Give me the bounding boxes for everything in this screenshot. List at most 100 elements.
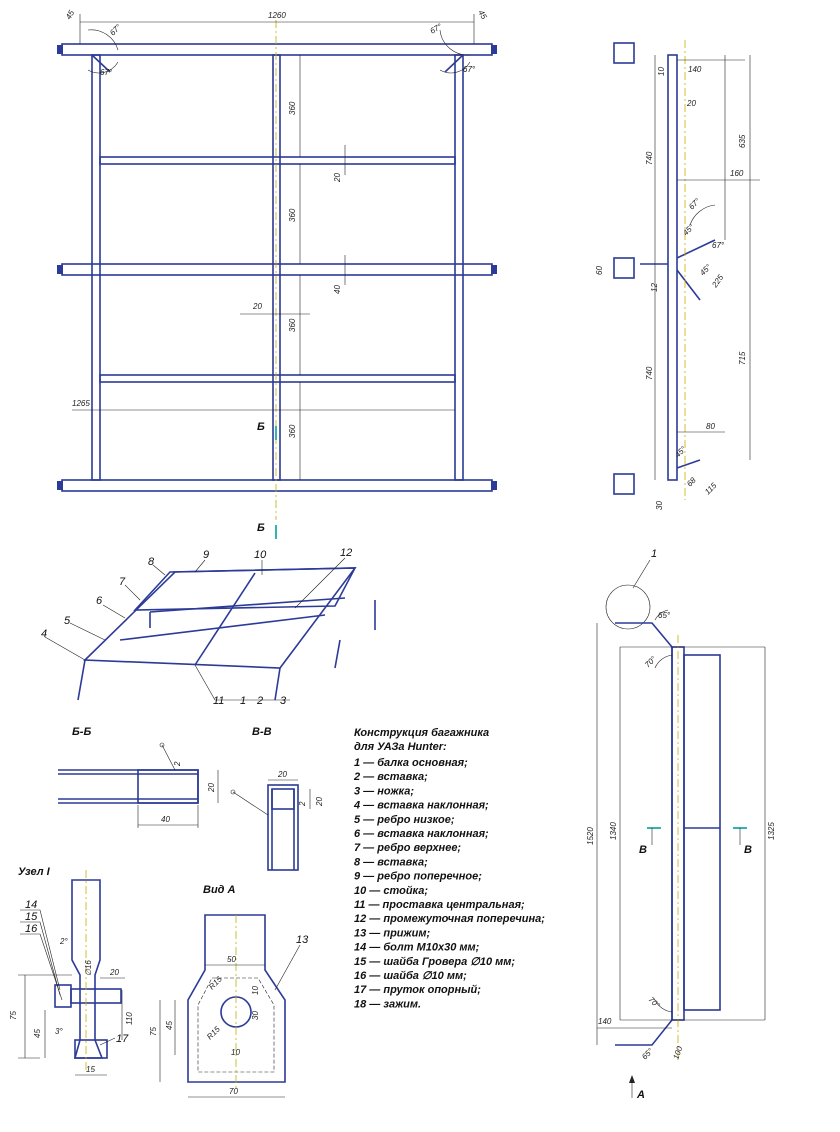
- front-dim-1325: 1325: [767, 822, 776, 840]
- dim-bay-1: 360: [288, 101, 297, 115]
- bb-dim-2: 2: [173, 761, 182, 767]
- node-i-dim-15: 15: [86, 1065, 95, 1074]
- side-dim-115: 115: [703, 481, 719, 497]
- right-rail: [454, 54, 464, 481]
- tube-outline: [58, 769, 199, 804]
- front-rib: [683, 654, 721, 1011]
- front-beam: [61, 43, 493, 56]
- iso-callout-2: 2: [256, 695, 263, 707]
- detail-circle: [605, 584, 651, 630]
- iso-callout-10: 10: [254, 549, 267, 561]
- legend-item: 1 — балка основная;: [354, 757, 468, 769]
- insert-outline: [137, 769, 199, 804]
- view-a-callout-13: 13: [296, 934, 309, 946]
- dim-45-left: 45: [64, 8, 77, 21]
- view-a-dim-r15b: R15: [205, 1024, 222, 1041]
- legend-item: 17 — пруток опорный;: [354, 984, 481, 996]
- node-i-clamp: [74, 1039, 108, 1059]
- legend-item: 9 — ребро поперечное;: [354, 871, 482, 883]
- iso-callout-4: 4: [41, 628, 47, 640]
- bolt-end: [491, 265, 497, 274]
- iso-callout-7: 7: [119, 576, 126, 588]
- side-brace-bottom: [676, 459, 701, 469]
- side-dim-140: 140: [688, 65, 702, 74]
- node-i-callout-15: 15: [25, 911, 38, 923]
- crossbar-2: [99, 374, 456, 383]
- rear-beam: [61, 479, 493, 492]
- bolt-end: [491, 45, 497, 54]
- node-i-callout-17: 17: [116, 1033, 129, 1045]
- clamp-bottom: [613, 473, 635, 495]
- iso-upper-rib: [133, 567, 357, 611]
- front-view-marker-a: А: [636, 1089, 645, 1101]
- node-i-dim-110: 110: [125, 1012, 134, 1025]
- section-marker-bottom: Б: [257, 522, 265, 534]
- legend-item: 7 — ребро верхнее;: [354, 842, 461, 854]
- front-section-marker-left: В: [639, 844, 647, 856]
- node-i-title: Узел I: [18, 866, 51, 878]
- view-a-dim-75: 75: [149, 1027, 158, 1036]
- legend-item: 18 — зажим.: [354, 998, 421, 1010]
- front-callout-1: 1: [651, 548, 657, 560]
- section-bb: Б-Б 2 20 40: [58, 726, 219, 828]
- angle-tr-2: 67°: [463, 65, 476, 74]
- clamp-plate: [187, 914, 286, 1083]
- clamp-top: [613, 42, 635, 64]
- legend-item: 11 — проставка центральная;: [354, 899, 525, 911]
- vv-tube: [267, 784, 299, 871]
- view-a-dim-70: 70: [229, 1087, 238, 1096]
- top-view: Б Б 1260 45 45 67° 67° 67° 67° 360 360 3…: [57, 8, 497, 539]
- side-angle-67b: 67°: [712, 241, 725, 250]
- front-angle-65b: 65°: [640, 1046, 655, 1061]
- node-i-dim-2deg: 2°: [59, 937, 68, 946]
- legend-item: 10 — стойка;: [354, 885, 428, 897]
- side-brace-lower: [676, 269, 701, 301]
- dim-bay-2: 360: [288, 208, 297, 222]
- iso-leg: [274, 667, 281, 701]
- iso-lower-frame: [83, 567, 357, 669]
- iso-leg: [334, 639, 341, 669]
- bolt-end: [57, 481, 63, 490]
- iso-callout-6: 6: [96, 595, 103, 607]
- side-dim-740a: 740: [645, 151, 654, 165]
- front-dim-1520: 1520: [586, 827, 595, 845]
- legend-item: 2 — вставка;: [353, 771, 428, 783]
- front-profile: [615, 622, 673, 1046]
- iso-callout-1: 1: [240, 695, 246, 707]
- side-brace-upper: [676, 239, 716, 259]
- side-view: 140 10 20 635 740 160 67° 45° 67° 45° 22…: [595, 40, 760, 510]
- legend-title-2: для УАЗа Hunter:: [354, 741, 447, 753]
- iso-crossbar: [149, 597, 346, 613]
- iso-central-spacer: [194, 572, 256, 666]
- side-dim-30: 30: [655, 501, 664, 510]
- angle-tr-1: 67°: [429, 21, 445, 35]
- node-i-dim-45: 45: [33, 1029, 42, 1038]
- leader: [124, 584, 141, 601]
- side-dim-80: 80: [706, 422, 715, 431]
- vv-dim-20b: 20: [315, 797, 324, 807]
- leader: [152, 564, 166, 576]
- bolt-end: [57, 45, 63, 54]
- side-dim-68: 68: [685, 475, 698, 488]
- vv-dim-20: 20: [277, 770, 287, 779]
- legend-title-1: Конструкция багажника: [354, 727, 489, 739]
- legend: Конструкция багажника для УАЗа Hunter: 1…: [353, 727, 545, 1010]
- side-dim-740b: 740: [645, 366, 654, 380]
- angle-tl-2: 67°: [100, 68, 113, 77]
- node-i-dim-3deg: 3°: [55, 1027, 63, 1036]
- view-a-dim-10b: 10: [231, 1048, 240, 1057]
- view-a-title: Вид А: [203, 884, 236, 896]
- section-vv: В-В 20 2 20: [230, 726, 324, 871]
- leader-dot: [230, 789, 236, 795]
- central-spacer: [272, 54, 281, 481]
- view-a-dim-30: 30: [251, 1011, 260, 1020]
- view-a-dim-45: 45: [165, 1021, 174, 1030]
- brace-tl: [91, 54, 111, 73]
- left-rail: [91, 54, 101, 481]
- arrow-head: [629, 1075, 635, 1083]
- node-i-callout-14: 14: [25, 899, 37, 911]
- iso-callout-12: 12: [340, 547, 352, 559]
- legend-item: 6 — вставка наклонная;: [354, 828, 489, 840]
- angle-arc: [654, 999, 673, 1013]
